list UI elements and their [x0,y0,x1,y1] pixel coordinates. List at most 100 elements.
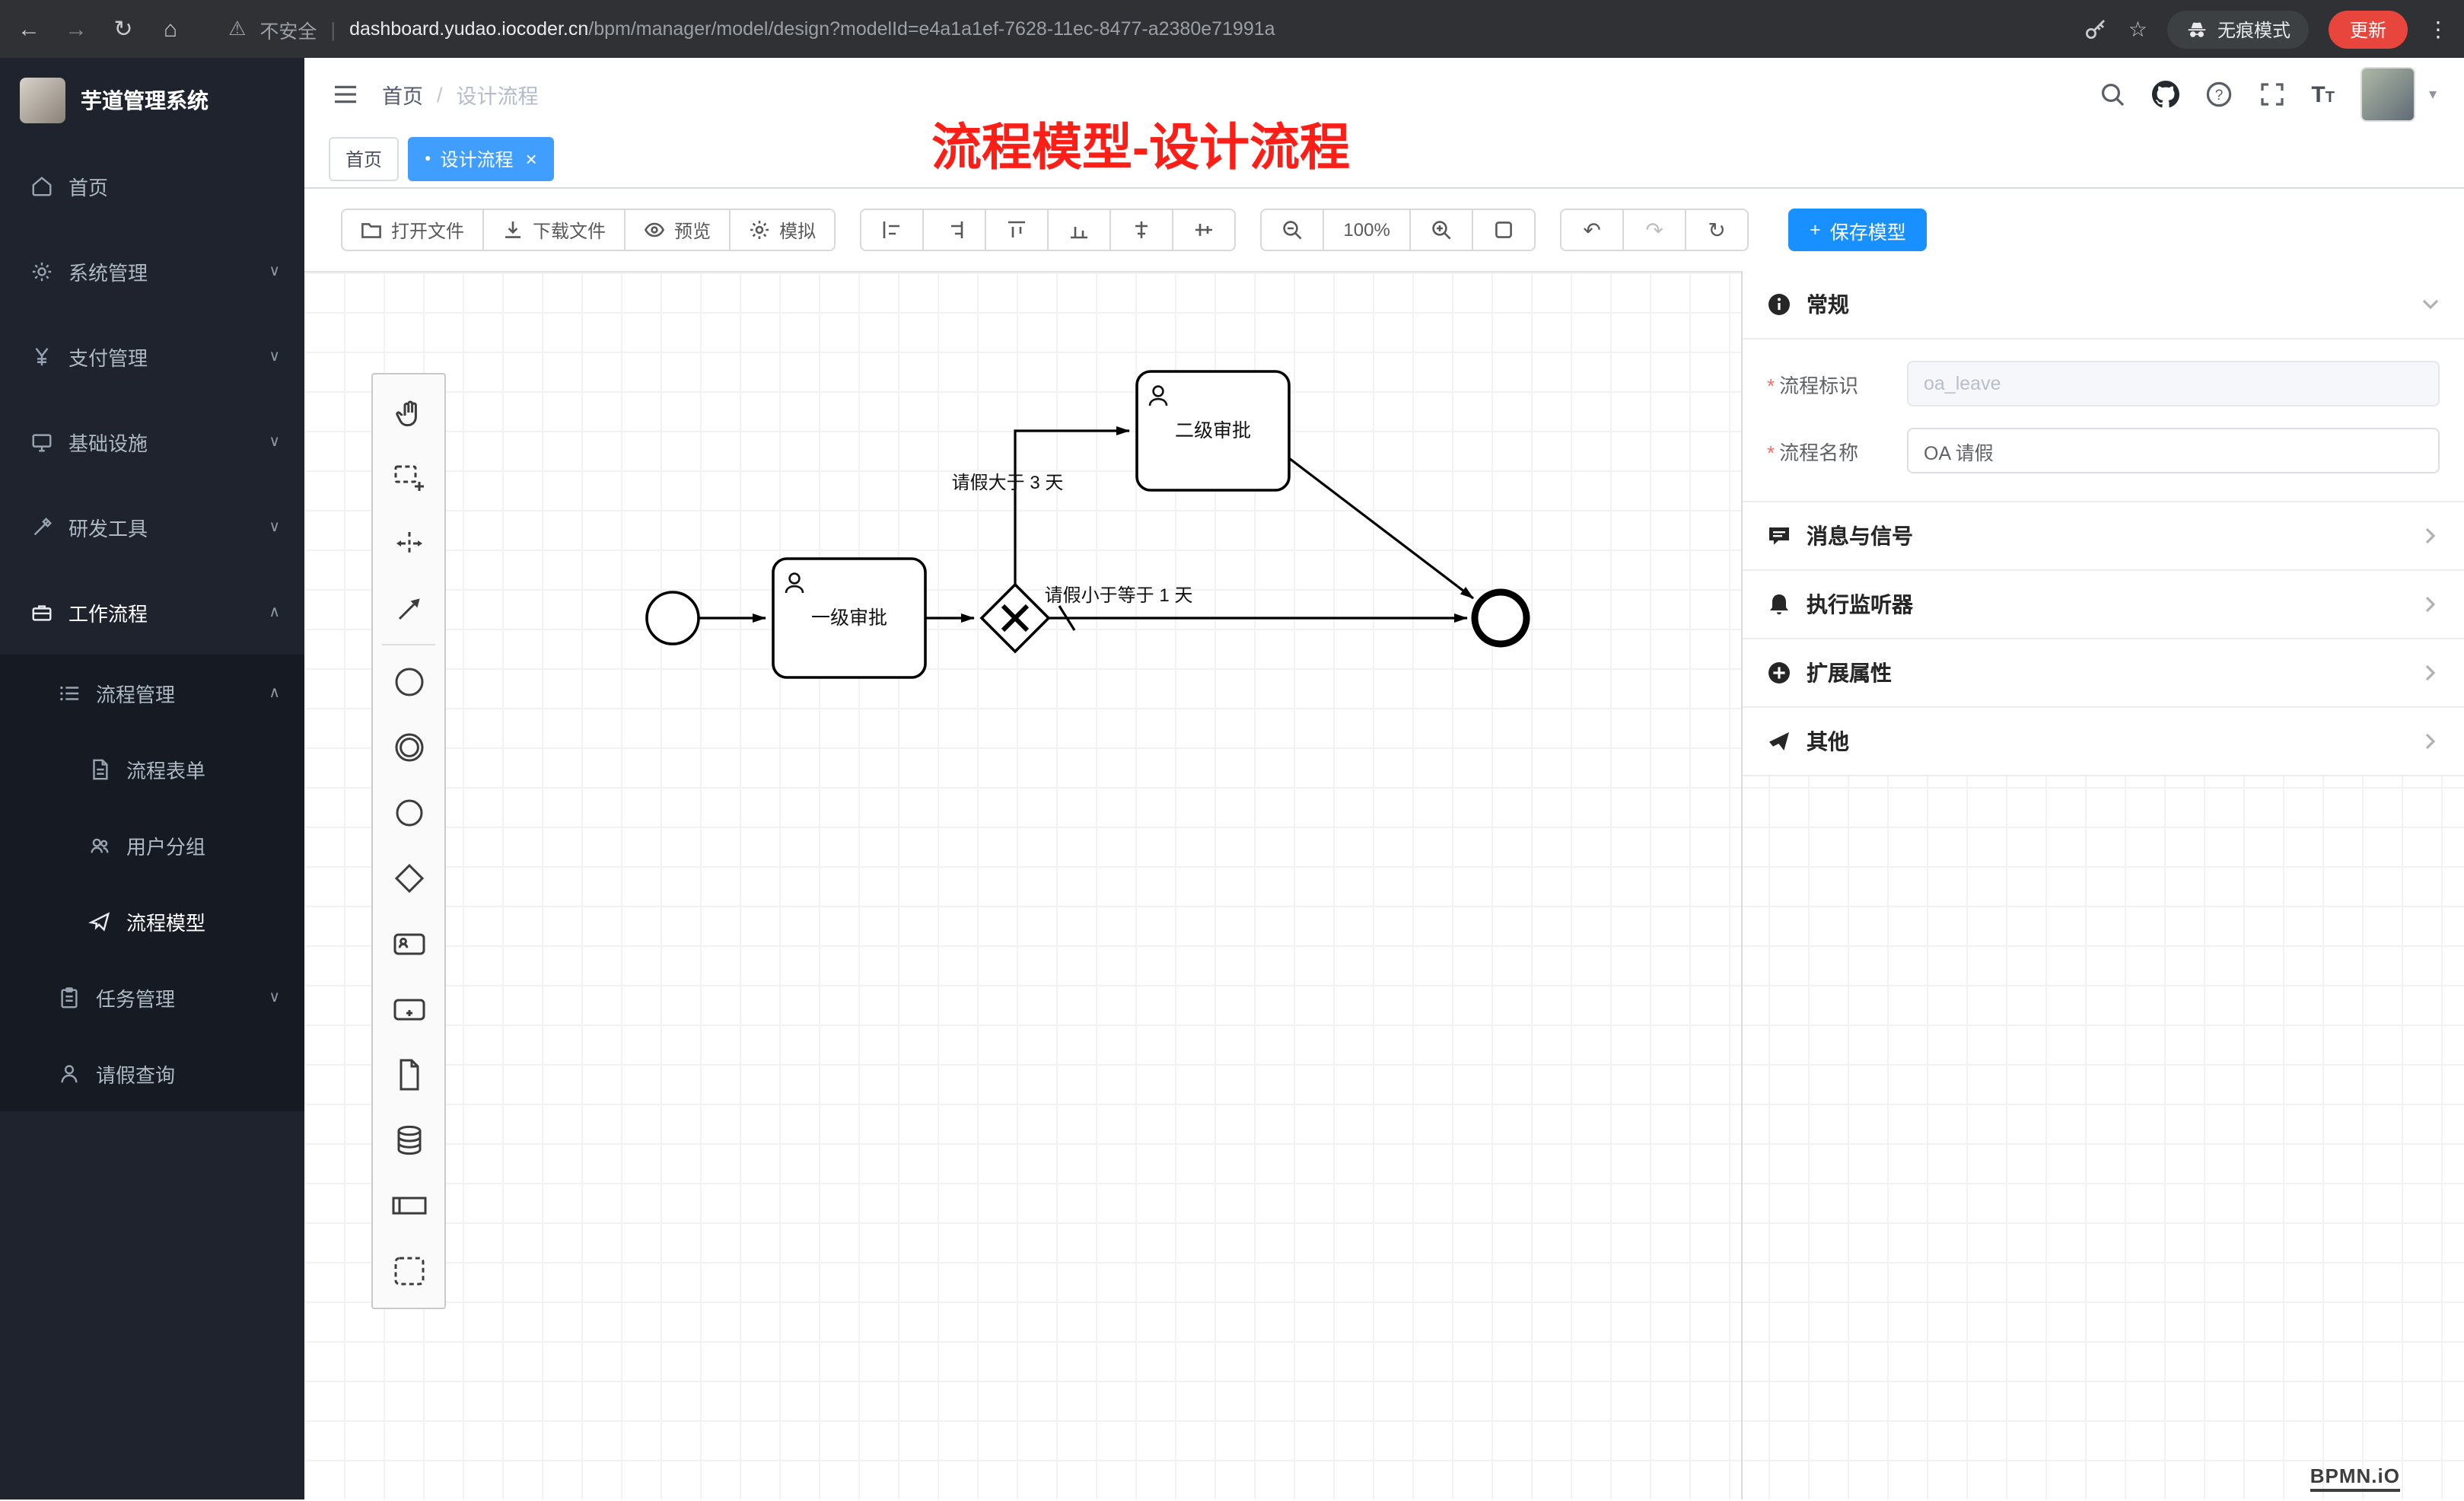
sidebar-item-user-group[interactable]: 用户分组 [0,807,304,883]
bookmark-star-icon[interactable]: ☆ [2128,16,2147,40]
space-tool-icon [396,531,422,554]
exclusive-gateway[interactable] [979,582,1051,654]
browser-reload-button[interactable]: ↻ [113,17,133,43]
panel-section-extended-properties[interactable]: 扩展属性 [1743,639,2464,708]
space-tool[interactable] [373,510,444,575]
align-left-button[interactable] [860,209,925,251]
flow-label-less-equal-1-day[interactable]: 请假小于等于 1 天 [1045,585,1193,606]
search-icon[interactable] [2098,81,2125,108]
browser-actions: ☆ 无痕模式 更新 ⋮ [2084,10,2449,48]
flow-gateway-to-task2[interactable] [1014,426,1130,585]
end-event[interactable] [1471,588,1530,648]
app-logo-row[interactable]: 芋道管理系统 [0,58,304,143]
lasso-tool[interactable] [373,445,444,510]
global-connect-tool[interactable] [373,575,444,641]
zoom-in-button[interactable] [1409,209,1474,251]
sidebar-item-process-management[interactable]: 流程管理 ∧ [0,655,304,731]
sidebar-item-task-management[interactable]: 任务管理 ∨ [0,959,304,1035]
align-right-button[interactable] [922,209,987,251]
sidebar-item-payment[interactable]: 支付管理 ∨ [0,314,304,399]
breadcrumb-home[interactable]: 首页 [382,85,423,108]
hand-tool[interactable] [373,379,444,445]
download-file-button[interactable]: 下载文件 [482,209,626,251]
panel-section-message-signal[interactable]: 消息与信号 [1743,502,2464,571]
panel-section-general[interactable]: 常规 [1743,271,2464,339]
flow-label-greater-3-days[interactable]: 请假大于 3 天 [952,473,1064,493]
open-file-button[interactable]: 打开文件 [341,209,485,251]
sidebar-item-system[interactable]: 系统管理 ∨ [0,228,304,314]
browser-menu-icon[interactable]: ⋮ [2427,16,2449,40]
address-separator: | [330,18,336,40]
designer-toolbar: 打开文件 下载文件 预览 模拟 100% [304,189,2464,271]
browser-back-button[interactable]: ← [18,16,40,42]
align-bottom-button[interactable] [1047,209,1112,251]
align-center-vertical-button[interactable] [1172,209,1237,251]
restart-button[interactable]: ↻ [1685,209,1749,251]
sidebar-collapse-icon[interactable] [332,81,359,108]
app-logo [20,78,65,123]
redo-button[interactable]: ↷ [1622,209,1687,251]
start-event[interactable] [645,591,700,645]
avatar[interactable] [2360,67,2415,122]
create-participant[interactable] [373,1172,444,1238]
clipboard-icon [61,986,78,1008]
process-key-input[interactable] [1907,361,2440,406]
monitor-icon [32,433,52,451]
bpmn-diagram[interactable]: 请假大于 3 天 请假小于等于 1 天 一级审批 [304,272,2464,1501]
browser-forward-button[interactable]: → [65,16,88,42]
address-bar[interactable]: ⚠ 不安全 | dashboard.yudao.iocoder.cn/bpm/m… [228,14,2064,43]
sidebar-item-process-model[interactable]: 流程模型 [0,883,304,959]
undo-button[interactable]: ↶ [1560,209,1625,251]
gateway-icon [393,862,424,893]
create-gateway[interactable] [373,845,444,910]
reset-zoom-button[interactable] [1472,209,1536,251]
close-tab-icon[interactable]: × [525,148,537,170]
process-name-input[interactable] [1907,428,2440,473]
avatar-caret-icon[interactable]: ▾ [2428,86,2437,103]
sidebar-item-process-form[interactable]: 流程表单 [0,731,304,807]
browser-home-button[interactable]: ⌂ [163,16,178,42]
align-center-horizontal-button[interactable] [1109,209,1174,251]
user-task-first-approval[interactable]: 一级审批 [772,557,927,679]
save-model-button[interactable]: + 保存模型 [1788,209,1928,251]
sidebar-item-infrastructure[interactable]: 基础设施 ∨ [0,399,304,484]
create-intermediate-event[interactable] [373,714,444,779]
general-form: *流程标识 *流程名称 [1743,339,2464,502]
chrome-update-button[interactable]: 更新 [2328,10,2408,48]
sidebar-item-devtools[interactable]: 研发工具 ∨ [0,484,304,569]
create-subprocess[interactable] [373,976,444,1041]
create-start-event[interactable] [373,649,444,714]
simulate-button[interactable]: 模拟 [729,209,836,251]
preview-button[interactable]: 预览 [624,209,731,251]
panel-section-other[interactable]: 其他 [1743,708,2464,776]
key-icon[interactable] [2084,17,2109,41]
incognito-icon [2188,21,2206,37]
create-end-event[interactable] [373,779,444,845]
align-top-button[interactable] [985,209,1049,251]
undo-icon: ↶ [1583,218,1601,242]
create-data-store[interactable] [373,1107,444,1172]
briefcase-icon [32,604,52,620]
create-group[interactable] [373,1238,444,1303]
history-button-group: ↶ ↷ ↻ [1560,209,1749,251]
sidebar-item-leave-query[interactable]: 请假查询 [0,1035,304,1111]
create-data-object[interactable] [373,1041,444,1107]
tab-design-process[interactable]: ● 设计流程 × [408,137,554,181]
zoom-out-button[interactable] [1260,209,1325,251]
fullscreen-icon[interactable] [2258,81,2285,108]
gateway-x-mark [1001,604,1030,633]
chevron-right-icon [2425,527,2436,544]
incognito-badge: 无痕模式 [2166,10,2309,48]
help-icon[interactable]: ? [2205,81,2232,108]
flow-task2-to-end[interactable] [1288,457,1474,600]
bpmn-io-watermark[interactable]: BPMN.iO [2310,1464,2400,1492]
github-icon[interactable] [2151,81,2179,108]
sidebar-item-workflow[interactable]: 工作流程 ∧ [0,569,304,655]
sidebar-item-home[interactable]: 首页 [0,143,304,228]
create-user-task[interactable] [373,910,444,976]
tab-home[interactable]: 首页 [329,137,400,181]
user-task-second-approval[interactable]: 二级审批 [1135,370,1291,492]
panel-section-execution-listener[interactable]: 执行监听器 [1743,571,2464,639]
